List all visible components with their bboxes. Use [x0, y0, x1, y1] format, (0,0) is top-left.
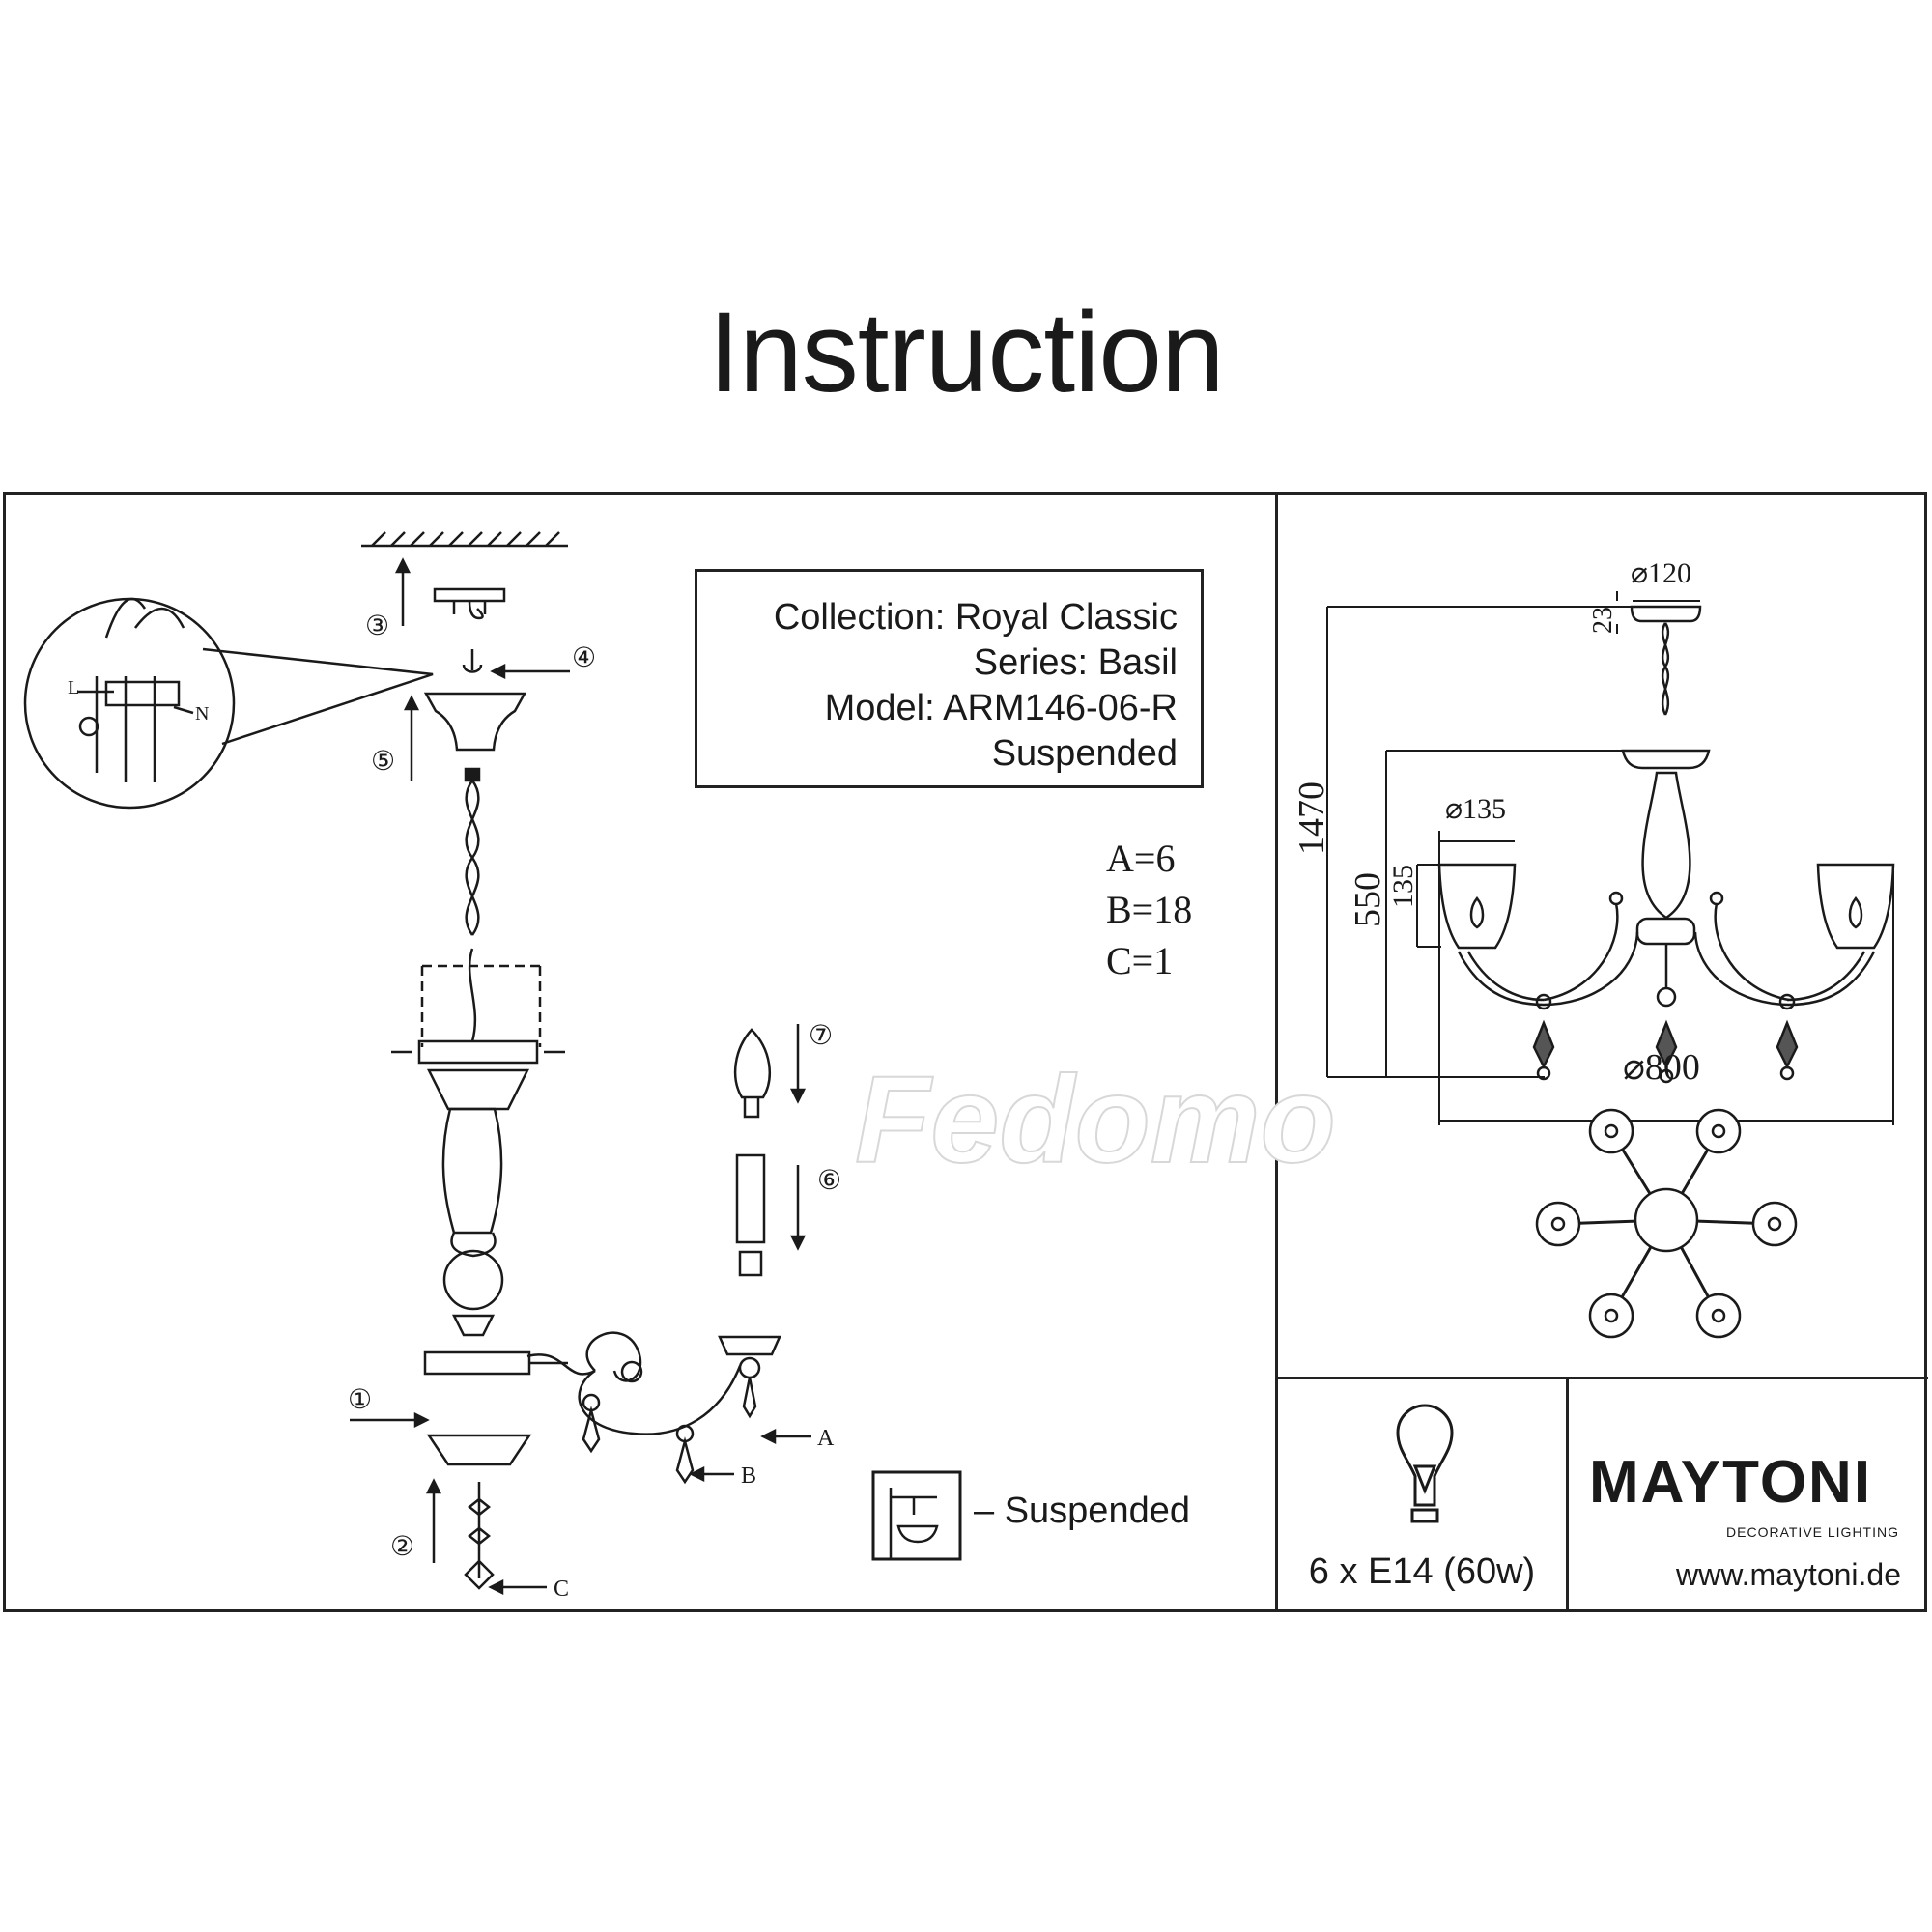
- footer-divider: [1566, 1377, 1569, 1612]
- dim-shade-diameter: ⌀135: [1445, 793, 1506, 825]
- bulb-icon: [1396, 1404, 1454, 1523]
- dim-canopy-diameter: ⌀120: [1631, 557, 1691, 589]
- right-panel-divider: [1275, 1377, 1928, 1379]
- part-b-label: B: [741, 1463, 756, 1489]
- series-label: Series: Basil: [973, 642, 1178, 683]
- part-a-count: A=6: [1106, 837, 1176, 880]
- step-3-label: ③: [365, 611, 389, 641]
- type-label: Suspended: [991, 733, 1178, 774]
- page-title: Instruction: [708, 289, 1224, 416]
- brand-logo: MAYTONI: [1589, 1449, 1873, 1516]
- product-info-box: Collection: Royal Classic Series: Basil …: [695, 569, 1204, 788]
- chandelier-exploded-view: [391, 587, 781, 1590]
- dim-overall-diameter: ⌀800: [1623, 1047, 1700, 1088]
- step-2-label: ②: [390, 1532, 414, 1562]
- ceiling-hatch: [361, 531, 568, 548]
- drawing-frame: [3, 492, 1927, 1612]
- collection-label: Collection: Royal Classic: [773, 597, 1178, 638]
- wiring-inset: [23, 597, 434, 810]
- brand-tagline: DECORATIVE LIGHTING: [1726, 1524, 1899, 1540]
- dim-shade-height: 135: [1387, 865, 1419, 908]
- parts-count: A=6 B=18 C=1: [1106, 833, 1192, 986]
- step-5-label: ⑤: [371, 747, 395, 777]
- part-c-label: C: [554, 1577, 569, 1602]
- panel-divider: [1275, 492, 1278, 1612]
- step-6-label: ⑥: [817, 1166, 841, 1196]
- model-label: Model: ARM146-06-R: [824, 688, 1178, 728]
- part-c-count: C=1: [1106, 939, 1174, 982]
- wire-neutral-label: N: [195, 703, 209, 724]
- wire-live-label: L: [68, 677, 79, 698]
- dim-total-height: 1470: [1292, 781, 1332, 855]
- lamp-spec: 6 x E14 (60w): [1308, 1551, 1536, 1592]
- step-1-label: ①: [348, 1385, 372, 1415]
- chandelier-front-view: [1326, 591, 1895, 1125]
- suspended-icon: [871, 1470, 962, 1561]
- chandelier-top-view: [1535, 1108, 1798, 1339]
- dim-body-height: 550: [1348, 872, 1388, 927]
- dim-canopy-height: 23: [1588, 607, 1618, 634]
- suspended-legend-label: – Suspended: [974, 1491, 1190, 1531]
- part-b-count: B=18: [1106, 888, 1193, 931]
- brand-url: www.maytoni.de: [1676, 1557, 1901, 1592]
- step-4-label: ④: [572, 643, 596, 673]
- step-7-label: ⑦: [809, 1021, 833, 1051]
- step-arrows: [350, 557, 811, 1596]
- part-a-label: A: [817, 1426, 835, 1451]
- watermark: Fedomo: [854, 1051, 1337, 1189]
